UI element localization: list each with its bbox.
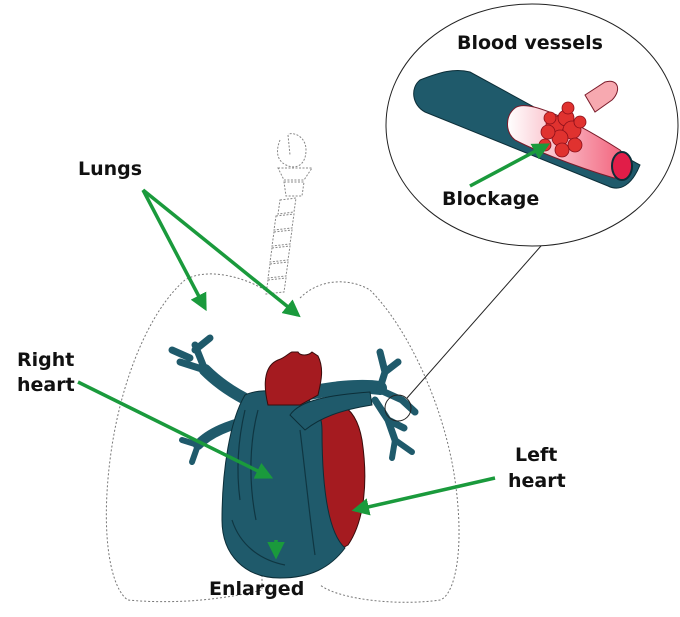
magnify-connector <box>407 238 548 398</box>
label-right-heart-line2: heart <box>17 374 75 397</box>
label-left-heart-line1: Left <box>515 444 557 467</box>
label-blockage: Blockage <box>442 188 539 211</box>
aorta <box>265 352 321 405</box>
trachea <box>266 134 312 294</box>
label-left-heart-line2: heart <box>508 470 566 493</box>
label-enlarged: Enlarged <box>209 578 304 601</box>
label-blood-vessels: Blood vessels <box>457 32 603 55</box>
label-right-heart-line1: Right <box>17 349 74 372</box>
arrow-lungs-left <box>143 190 298 315</box>
label-lungs: Lungs <box>78 158 142 181</box>
arrow-lungs-right <box>143 190 205 308</box>
arrow-left-heart <box>355 478 495 510</box>
